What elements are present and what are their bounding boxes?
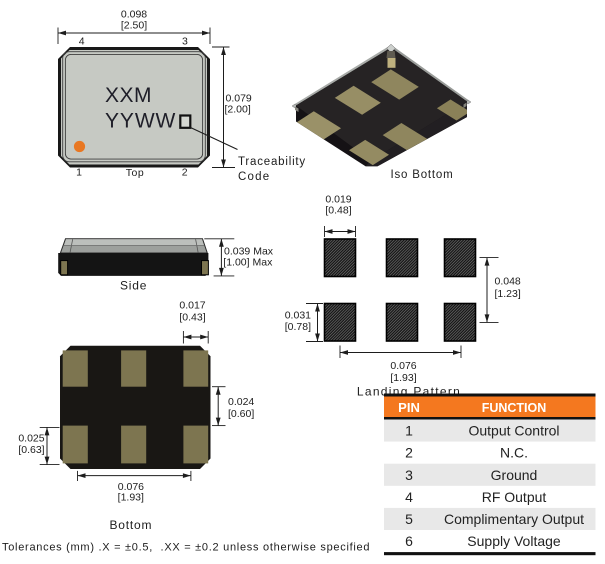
svg-text:RF Output: RF Output bbox=[482, 489, 547, 505]
svg-text:[2.00]: [2.00] bbox=[225, 104, 251, 116]
svg-text:1: 1 bbox=[405, 423, 413, 439]
svg-text:1: 1 bbox=[76, 167, 82, 179]
svg-text:[0.60]: [0.60] bbox=[228, 408, 254, 420]
svg-text:PIN: PIN bbox=[398, 400, 420, 415]
svg-text:[1.23]: [1.23] bbox=[495, 288, 521, 300]
svg-text:0.079: 0.079 bbox=[226, 93, 252, 105]
svg-text:5: 5 bbox=[405, 511, 413, 527]
svg-text:2: 2 bbox=[405, 445, 413, 461]
svg-text:XXM: XXM bbox=[105, 84, 152, 107]
svg-text:[2.50]: [2.50] bbox=[121, 20, 147, 32]
svg-text:0.048: 0.048 bbox=[495, 276, 521, 288]
svg-text:[0.63]: [0.63] bbox=[18, 444, 44, 456]
svg-text:Supply Voltage: Supply Voltage bbox=[467, 533, 561, 549]
svg-text:YYWW: YYWW bbox=[105, 110, 176, 133]
svg-text:Top: Top bbox=[126, 167, 144, 179]
svg-text:[0.48]: [0.48] bbox=[325, 205, 351, 217]
svg-text:3: 3 bbox=[405, 467, 413, 483]
svg-text:Ground: Ground bbox=[491, 467, 538, 483]
svg-text:6: 6 bbox=[405, 533, 413, 549]
svg-text:Side: Side bbox=[120, 279, 147, 293]
svg-text:0.031: 0.031 bbox=[285, 310, 311, 322]
svg-text:0.017: 0.017 bbox=[179, 300, 205, 312]
svg-text:[1.93]: [1.93] bbox=[118, 492, 144, 504]
svg-text:3: 3 bbox=[182, 36, 188, 48]
svg-text:0.098: 0.098 bbox=[121, 9, 147, 21]
svg-text:4: 4 bbox=[405, 489, 413, 505]
svg-text:0.039 Max: 0.039 Max bbox=[224, 246, 274, 258]
svg-text:Code: Code bbox=[238, 171, 270, 183]
svg-text:Output Control: Output Control bbox=[468, 423, 559, 439]
svg-text:[0.78]: [0.78] bbox=[285, 321, 311, 333]
svg-text:[1.00] Max: [1.00] Max bbox=[223, 257, 273, 269]
svg-text:Traceability: Traceability bbox=[238, 156, 306, 168]
svg-text:FUNCTION: FUNCTION bbox=[482, 401, 547, 415]
svg-text:Bottom: Bottom bbox=[109, 518, 152, 532]
svg-text:0.019: 0.019 bbox=[325, 194, 351, 206]
svg-text:Tolerances (mm) .X = ±0.5, .X: Tolerances (mm) .X = ±0.5, .XX = ±0.2 un… bbox=[2, 542, 370, 554]
svg-text:Complimentary Output: Complimentary Output bbox=[444, 511, 584, 527]
svg-text:[0.43]: [0.43] bbox=[179, 312, 205, 324]
svg-text:Iso Bottom: Iso Bottom bbox=[391, 169, 454, 181]
svg-text:2: 2 bbox=[182, 167, 188, 179]
svg-text:0.025: 0.025 bbox=[18, 433, 44, 445]
svg-text:0.024: 0.024 bbox=[228, 396, 254, 408]
svg-text:0.076: 0.076 bbox=[390, 360, 416, 372]
svg-text:N.C.: N.C. bbox=[500, 445, 528, 461]
svg-text:[1.93]: [1.93] bbox=[390, 372, 416, 384]
svg-text:0.076: 0.076 bbox=[118, 481, 144, 493]
svg-text:4: 4 bbox=[79, 36, 85, 48]
